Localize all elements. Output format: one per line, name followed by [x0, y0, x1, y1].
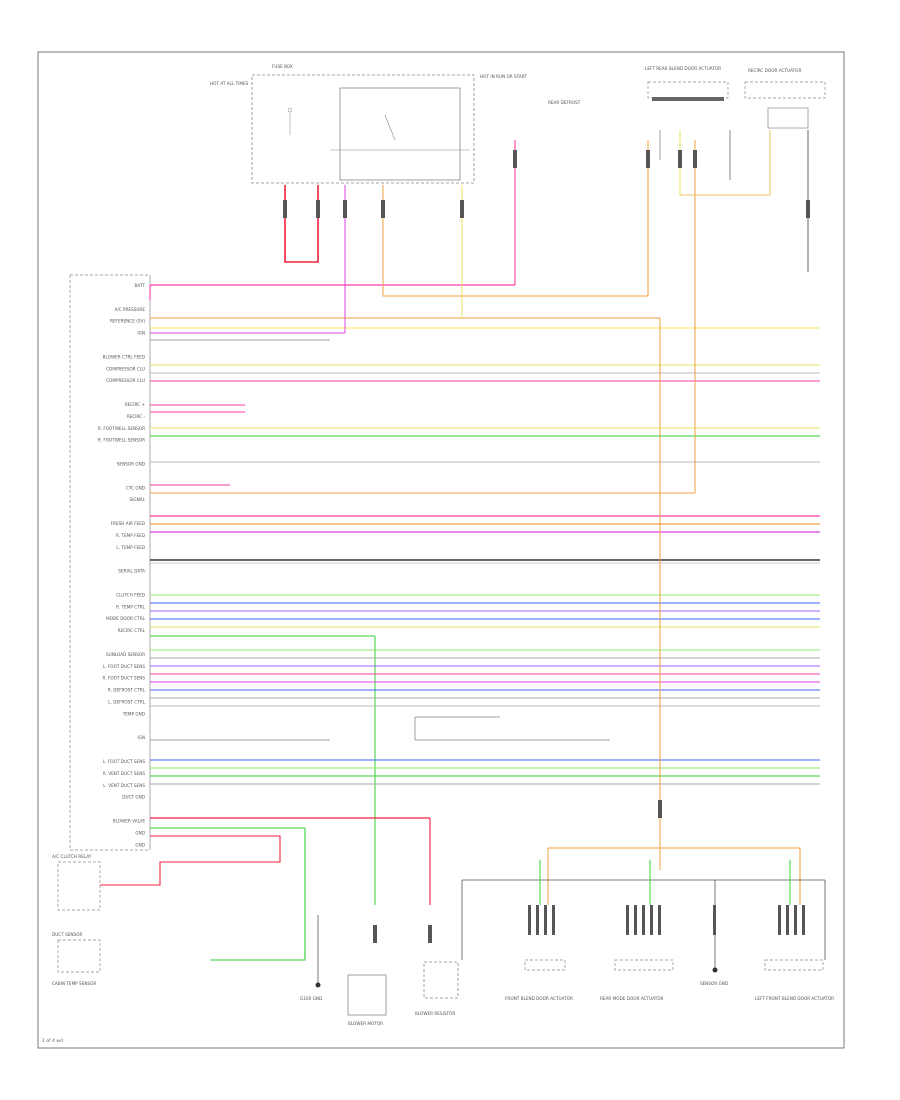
control-module: BATT A/C PRESSURE REFERENCE (5V) IGN BLOWER …: [69, 274, 151, 851]
module-pin-label: IGN: [137, 331, 145, 336]
module-pin-label: GND: [135, 830, 145, 835]
module-pin-label: TEMP GND: [122, 711, 145, 716]
module-pin-label: R. VENT DUCT SENS: [103, 771, 145, 776]
ground-label: G100 GND: [300, 996, 322, 1001]
module-pin-label: SUNLOAD SENSOR: [106, 652, 145, 657]
blower-resistor-component: BLOWER RESISTOR: [415, 961, 459, 1016]
module-pin-label: BLOWER CTRL FEED: [103, 354, 145, 359]
left-rear-blend-label: LEFT REAR BLEND DOOR ACTUATOR: [645, 66, 721, 71]
module-pin-label: SERIAL DATA: [118, 569, 145, 574]
sensor-gnd-label: SENSOR GND: [700, 981, 728, 986]
module-pin-label: R. FOOT DUCT SENS: [102, 676, 145, 681]
connector-marks: [283, 150, 810, 943]
blower-motor-component: BLOWER MOTOR: [347, 974, 387, 1026]
module-pin-label: R. DEFROST CTRL: [108, 688, 146, 693]
module-pin-label: SENSOR GND: [117, 462, 145, 467]
duct-sensor-component: DUCT SENSOR CABIN TEMP SENSOR: [52, 932, 101, 986]
left-front-blend-component: LEFT FRONT BLEND DOOR ACTUATOR: [755, 959, 834, 1001]
cabin-temp-label: CABIN TEMP SENSOR: [52, 981, 96, 986]
module-pin-label: REFERENCE (5V): [110, 319, 145, 324]
rear-defrost-label: REAR DEFROST: [548, 100, 581, 105]
module-pin-label: RECIRC CTRL: [118, 628, 146, 633]
sensor-gnd-component: SENSOR GND: [700, 967, 728, 986]
ground-g100: G100 GND: [300, 915, 322, 1001]
module-pin-label: COMPRESSOR CLU: [106, 378, 145, 383]
rear-mode-component: REAR MODE DOOR ACTUATOR: [600, 959, 674, 1001]
module-pin-label: L. TEMP FEED: [116, 545, 145, 550]
module-pin-label: L. VENT DUCT SENS: [103, 783, 145, 788]
harness-wires: [100, 130, 826, 968]
module-pin-label: R. FOOTWELL SENSOR: [98, 438, 145, 443]
module-pin-label: RECIRC -: [127, 414, 146, 419]
front-blend-component: FRONT BLEND DOOR ACTUATOR: [505, 959, 573, 1001]
left-rear-blend-component: LEFT REAR BLEND DOOR ACTUATOR: [645, 66, 729, 101]
module-pin-label: L. FOOT DUCT SENS: [103, 664, 145, 669]
module-pin-label: R. TEMP CTRL: [116, 604, 145, 609]
footer-code: 1 of 4 wd: [42, 1038, 63, 1044]
blower-resistor-label: BLOWER RESISTOR: [415, 1011, 455, 1016]
diagram-frame: [37, 51, 845, 1049]
recirc-actuator-label: RECIRC DOOR ACTUATOR: [748, 68, 801, 73]
duct-sensor-label: DUCT SENSOR: [52, 932, 82, 937]
module-pin-label: CTC GND: [126, 485, 145, 490]
module-pin-label: A/C PRESSURE: [114, 307, 145, 312]
clutch-relay-component: A/C CLUTCH RELAY: [52, 854, 101, 911]
left-front-blend-label: LEFT FRONT BLEND DOOR ACTUATOR: [755, 996, 834, 1001]
blower-motor-label: BLOWER MOTOR: [348, 1021, 383, 1026]
module-pin-label: COMPRESSOR CLU: [106, 366, 145, 371]
rear-mode-label: REAR MODE DOOR ACTUATOR: [600, 996, 664, 1001]
clutch-relay-label: A/C CLUTCH RELAY: [52, 854, 92, 859]
module-pin-label: FRESH AIR FEED: [111, 521, 145, 526]
module-pin-label: DUCT GND: [122, 795, 145, 800]
module-pin-label: CLUTCH FEED: [116, 592, 145, 597]
module-pin-label: L. DEFROST CTRL: [108, 700, 145, 705]
bottom-connector-stubs: [528, 905, 805, 935]
module-pin-label: BATT: [135, 283, 146, 288]
module-pin-label: R. TEMP FEED: [116, 533, 145, 538]
hot-in-run-label: HOT IN RUN OR START: [480, 74, 527, 79]
module-pin-label: BLOWER VALVE: [113, 819, 146, 824]
module-pin-label: R. FOOTWELL SENSOR: [98, 426, 145, 431]
module-pin-label: MODE DOOR CTRL: [106, 616, 146, 621]
recirc-actuator-component: RECIRC DOOR ACTUATOR: [744, 68, 826, 129]
fuse-box-label: FUSE BOX: [272, 64, 293, 69]
module-pin-label: SIGNAL: [130, 497, 146, 502]
module-pin-label: RECIRC +: [125, 402, 146, 407]
module-pin-label: L. FOOT DUCT SENS: [103, 759, 145, 764]
front-blend-label: FRONT BLEND DOOR ACTUATOR: [505, 996, 573, 1001]
fuse-box-detail: HOT AT ALL TIMES: [210, 81, 249, 86]
module-pin-label: GND: [135, 842, 145, 847]
module-pin-label: IGN: [137, 735, 145, 740]
fuse-box-component: FUSE BOX HOT AT ALL TIMES HOT IN RUN OR …: [210, 64, 581, 184]
